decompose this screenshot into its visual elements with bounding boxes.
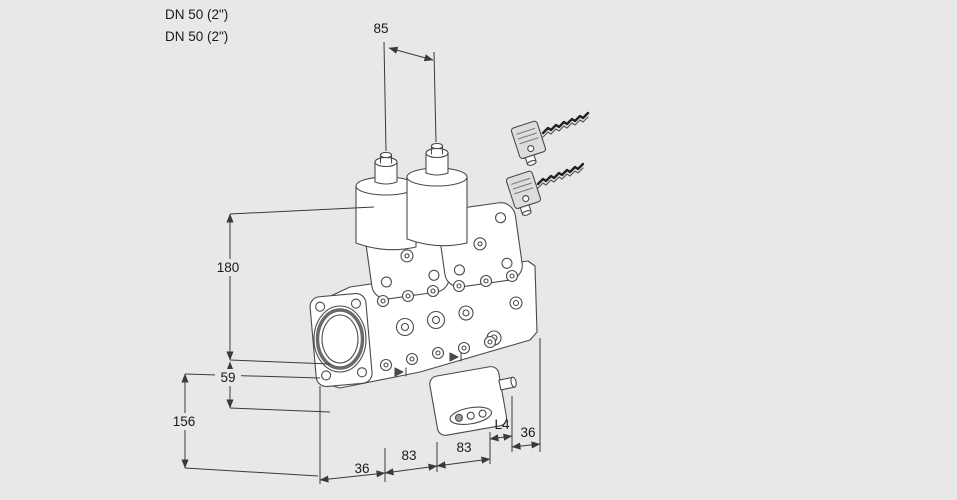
- label-mask: [212, 259, 244, 276]
- dimension-label-36-left: 36: [354, 461, 369, 476]
- label-mask: [167, 413, 201, 430]
- center-bosses: [395, 296, 523, 346]
- extension-line: [184, 373, 321, 379]
- dimension-line-l4: [489, 433, 513, 442]
- solenoid-connector-1: [510, 111, 590, 166]
- valve-drawing: [309, 111, 590, 436]
- dimension-label-36-right: 36: [520, 425, 535, 440]
- flange-thread-ring: [315, 308, 365, 370]
- cable-2: [536, 162, 585, 186]
- side-spigot: [498, 376, 517, 391]
- bottom-block: [429, 366, 508, 436]
- extension-line: [184, 467, 319, 477]
- flow-direction-arrows: [394, 352, 462, 377]
- bolt-row-top: [376, 269, 519, 308]
- extension-line: [229, 359, 331, 365]
- dimension-label-180: 180: [217, 260, 240, 275]
- extension-line: [229, 407, 331, 413]
- solenoid-connector-2: [505, 162, 585, 216]
- left-cap-knob: [379, 151, 393, 159]
- dimension-label-l4: L4: [494, 417, 510, 432]
- dimension-line-85: [388, 46, 434, 62]
- dimension-line-36-left: [319, 470, 386, 483]
- label-mask: [215, 369, 241, 386]
- dimension-label-83b: 83: [456, 440, 471, 455]
- dn-label-1: DN 50 (2"): [165, 7, 228, 22]
- dimension-label-59: 59: [220, 370, 235, 385]
- left-actuator: [355, 151, 417, 251]
- extension-line: [229, 206, 375, 215]
- dn-label-2: DN 50 (2"): [165, 29, 228, 44]
- cable-1: [541, 111, 590, 135]
- right-cap-knob: [430, 142, 444, 150]
- dimension-label-156: 156: [173, 414, 196, 429]
- dimension-label-83a: 83: [401, 448, 416, 463]
- labels: DN 50 (2") DN 50 (2") 85 180 59 156 36 8…: [165, 7, 536, 476]
- extension-line: [433, 51, 437, 143]
- right-actuator: [406, 142, 468, 247]
- dimension-line-83a: [384, 463, 438, 476]
- extension-line: [383, 41, 387, 152]
- dimension-line-83b: [436, 456, 491, 469]
- dimension-line-36-right: [511, 441, 541, 450]
- bolt-row-bottom: [379, 335, 497, 372]
- dimension-label-85: 85: [373, 21, 388, 36]
- pipe-flange: [309, 293, 373, 387]
